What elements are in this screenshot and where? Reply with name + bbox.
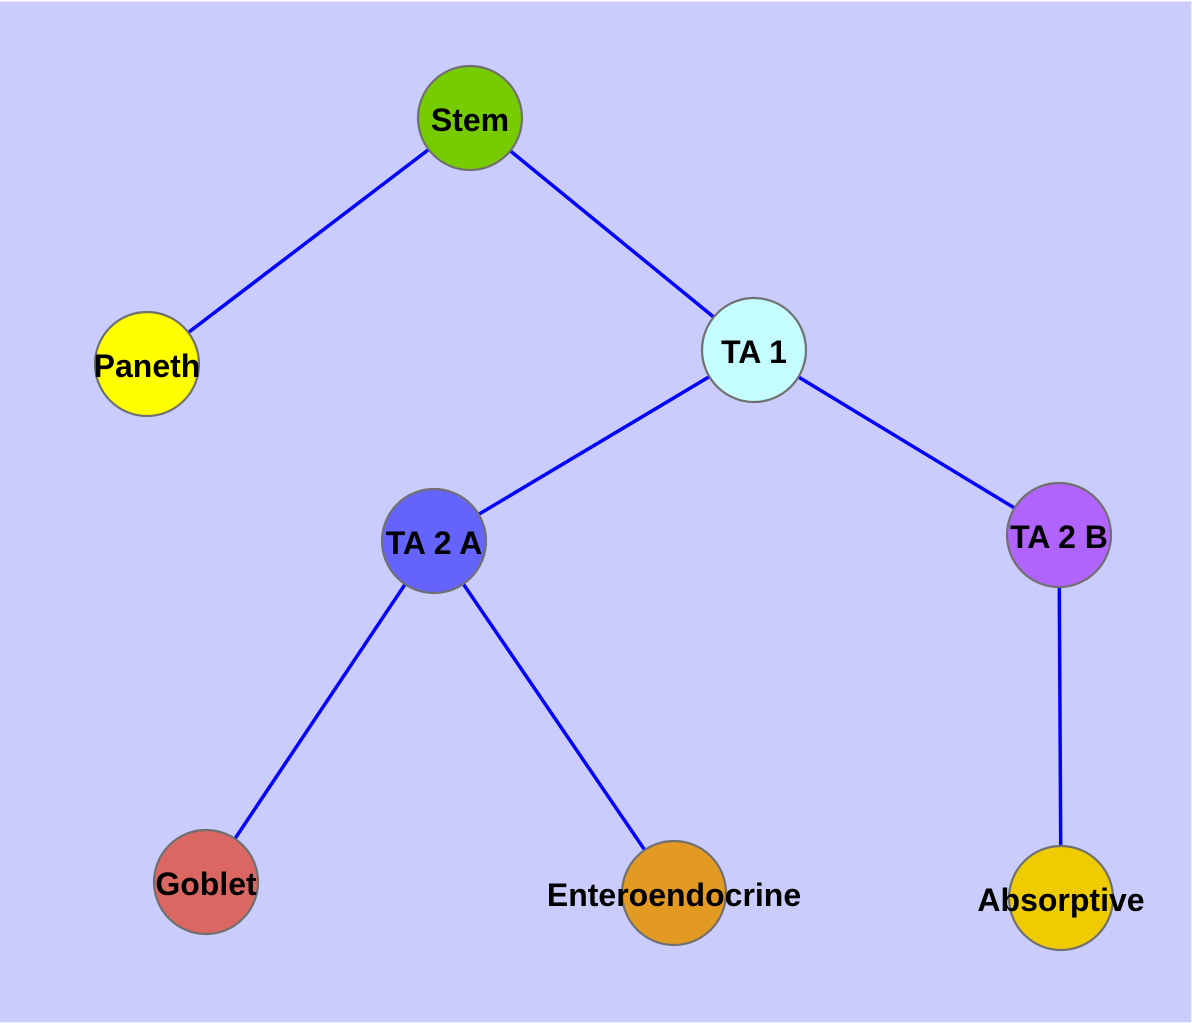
svg-text:TA 2 B: TA 2 B: [1010, 519, 1108, 555]
svg-text:Absorptive: Absorptive: [977, 882, 1144, 918]
svg-text:Goblet: Goblet: [155, 866, 257, 902]
svg-text:Paneth: Paneth: [94, 348, 201, 384]
svg-text:TA 2 A: TA 2 A: [386, 525, 483, 561]
svg-text:Enteroendocrine: Enteroendocrine: [547, 877, 801, 913]
svg-text:TA 1: TA 1: [721, 334, 787, 370]
svg-text:Stem: Stem: [431, 102, 509, 138]
